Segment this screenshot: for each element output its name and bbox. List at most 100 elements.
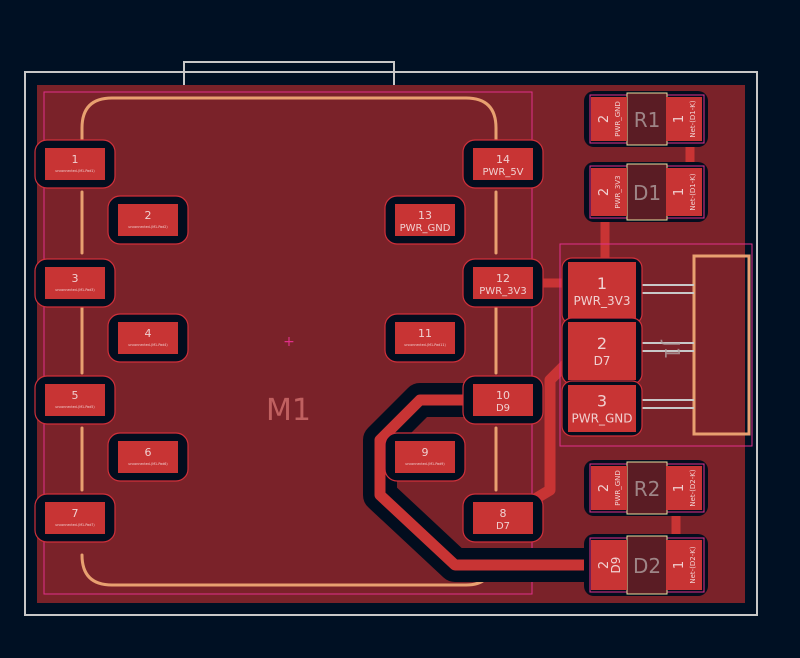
trace-d9[interactable] <box>374 394 606 571</box>
m1-silkscreen-sides <box>80 190 498 492</box>
pad-number: 1 <box>72 153 79 166</box>
m1-origin-marker: + <box>283 334 295 350</box>
d2-pad2[interactable]: 2D9 <box>591 540 627 590</box>
pad-net-label: Net-(D1-K) <box>689 100 697 138</box>
pad-copper <box>45 502 105 534</box>
m1-pad-8[interactable]: 8D7 <box>462 493 544 543</box>
pad-net-label: unconnected-(M1-Pad5) <box>55 405 94 409</box>
pad-copper <box>666 466 702 510</box>
pad-number: 2 <box>145 209 152 222</box>
pad-number: 2 <box>597 561 612 569</box>
pad-net-label: D7 <box>496 521 510 532</box>
pad-copper <box>666 168 702 216</box>
d1-reference: D1 <box>633 181 661 205</box>
pad-net-label: Net-(D2-K) <box>689 546 697 584</box>
pad-net-label: PWR_3V3 <box>479 286 526 297</box>
m1-silkscreen-top <box>80 96 498 144</box>
pad-copper <box>473 502 533 534</box>
pad-copper <box>118 441 178 473</box>
m1-reference: M1 <box>266 393 311 428</box>
r2-reference: R2 <box>634 477 661 501</box>
m1-pad-3[interactable]: 3 unconnected-(M1-Pad3) <box>34 258 116 308</box>
m1-pad-11[interactable]: 11 unconnected-(M1-Pad11) <box>384 313 466 363</box>
pad-net-label: unconnected-(M1-Pad4) <box>128 343 167 347</box>
m1-pad-1[interactable]: 1 unconnected-(M1-Pad1) <box>34 139 116 189</box>
pad-number: 3 <box>597 392 607 411</box>
pad-net-label: D9 <box>496 403 510 414</box>
pad-number: 11 <box>418 327 432 340</box>
pad-copper <box>118 204 178 236</box>
m1-pad-5[interactable]: 5 unconnected-(M1-Pad5) <box>34 375 116 425</box>
pad-copper <box>591 540 627 590</box>
m1-pad-7[interactable]: 7 unconnected-(M1-Pad7) <box>34 493 116 543</box>
pad-number: 1 <box>672 484 687 492</box>
pad-net-label: D9 <box>609 557 623 574</box>
pad-net-label: unconnected-(M1-Pad1) <box>55 169 94 173</box>
pad-net-label: D7 <box>594 354 611 368</box>
m1-pad-6[interactable]: 6 unconnected-(M1-Pad6) <box>107 432 189 482</box>
pad-number: 5 <box>72 389 79 402</box>
j1-courtyard <box>559 243 753 447</box>
pad-net-label: PWR_GND <box>614 101 622 137</box>
board-outline <box>24 71 758 616</box>
pad-number: 2 <box>597 334 607 353</box>
pad-copper <box>395 204 455 236</box>
j1-pad-2[interactable]: 2D7 <box>561 317 643 385</box>
pad-net-label: unconnected-(M1-Pad3) <box>55 288 94 292</box>
m1-pad-2[interactable]: 2 unconnected-(M1-Pad2) <box>107 195 189 245</box>
pad-net-label: unconnected-(M1-Pad6) <box>128 462 167 466</box>
pad-number: 1 <box>672 188 687 196</box>
pad-net-label: PWR_5V <box>482 167 523 178</box>
pad-copper <box>591 466 627 510</box>
pad-number: 1 <box>672 561 687 569</box>
pad-copper <box>395 441 455 473</box>
pad-net-label: unconnected-(M1-Pad7) <box>55 523 94 527</box>
pad-copper <box>473 267 533 299</box>
pad-number: 1 <box>597 274 607 293</box>
pad-number: 13 <box>418 209 432 222</box>
pad-number: 2 <box>597 188 612 196</box>
pad-number: 10 <box>496 389 510 402</box>
j1-reference: J1 <box>660 339 684 360</box>
pad-net-label: PWR_3V3 <box>574 294 631 308</box>
footprint-body <box>626 163 668 221</box>
pad-net-label: PWR_GND <box>400 223 451 234</box>
pad-number: 8 <box>500 507 507 520</box>
r1-reference: R1 <box>634 108 661 132</box>
pad-net-label: unconnected-(M1-Pad2) <box>128 225 167 229</box>
pad-number: 7 <box>72 507 79 520</box>
j1-pins <box>637 284 694 409</box>
pad-copper <box>568 322 636 380</box>
pad-copper <box>45 148 105 180</box>
pad-copper <box>666 540 702 590</box>
pad-number: 6 <box>145 446 152 459</box>
pad-net-label: unconnected-(M1-Pad11) <box>404 343 446 347</box>
pad-copper <box>568 262 636 320</box>
pad-copper <box>395 322 455 354</box>
pad-copper <box>118 322 178 354</box>
m1-courtyard <box>43 91 533 595</box>
pad-net-label: PWR_GND <box>572 412 633 426</box>
pad-number: 3 <box>72 272 79 285</box>
pad-copper <box>45 267 105 299</box>
